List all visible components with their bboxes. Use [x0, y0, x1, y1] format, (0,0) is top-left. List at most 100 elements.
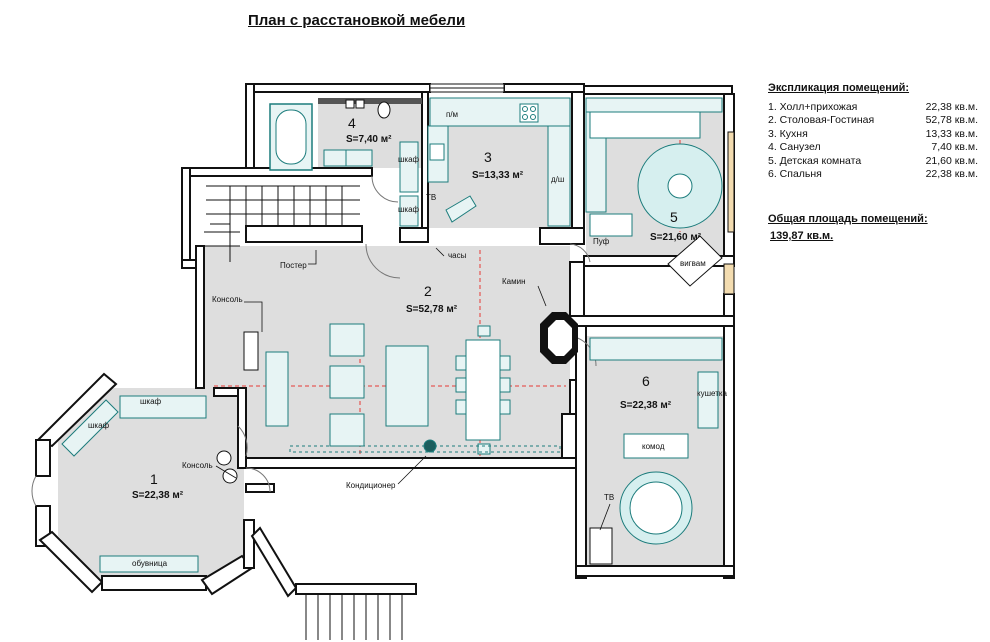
kitchen-sink-icon [429, 143, 445, 161]
label-shkaf-hall-2: шкаф [88, 421, 110, 430]
legend-room-name: 2. Столовая-Гостиная [768, 114, 875, 127]
label-shkaf-hall-1: шкаф [140, 397, 162, 406]
legend-room-area: 22,38 кв.м. [925, 167, 978, 180]
wall-room6-top [569, 315, 735, 327]
label-tv-kitchen: ТВ [426, 193, 436, 202]
windows [429, 83, 735, 295]
wall-room5-bottom [583, 255, 735, 267]
shoe-cabinet [99, 555, 199, 573]
plan-title: План с расстановкой мебели [248, 12, 466, 29]
legend-row-2: 2. Столовая-Гостиная 52,78 кв.м. [768, 114, 978, 127]
room-4-area: S=7,40 м² [346, 134, 392, 145]
wall-living-left [195, 245, 205, 389]
legend-row-3: 3. Кухня 13,33 кв.м. [768, 128, 978, 141]
wall-top-left [245, 83, 431, 93]
wall-room6-bottom [575, 565, 735, 577]
legend-room-name: 4. Санузел [768, 141, 821, 154]
armchair-top [329, 323, 365, 357]
wall-hall-right-step [245, 483, 275, 493]
wall-room6-left [575, 325, 587, 579]
armchair-mid [329, 365, 365, 399]
room-6-area: S=22,38 м² [620, 400, 672, 411]
pouf-area [589, 213, 633, 237]
wall-kitchen-left [421, 91, 429, 233]
label-poster: Постер [280, 261, 307, 270]
couch-kushetka [697, 371, 719, 429]
tv-unit [445, 195, 477, 223]
kids-shelf-top [585, 97, 723, 113]
wall-kitchen-right [571, 91, 585, 245]
wall-hall-east-lower [243, 519, 255, 569]
label-konditsioner: Кондиционер [346, 481, 396, 490]
total-area-title: Общая площадь помещений: [768, 213, 928, 225]
room-4-number: 4 [348, 115, 356, 131]
label-konsol-hall: Консоль [182, 461, 213, 470]
toilet-icon [377, 101, 391, 119]
dining-table [465, 339, 501, 441]
room-5-number: 5 [670, 209, 678, 225]
label-pm: п/м [446, 110, 458, 119]
tv-console [265, 351, 289, 427]
wall-stair-left [181, 167, 191, 269]
dryer-icon [355, 99, 365, 109]
living-furniture [243, 323, 561, 455]
room-3-number: 3 [484, 149, 492, 165]
hall-wardrobe-upper [399, 141, 419, 193]
bedroom-furniture [589, 337, 723, 565]
stove-icon [519, 103, 539, 123]
room-1-number: 1 [150, 471, 158, 487]
legend-room-name: 5. Детская комната [768, 154, 862, 167]
wall-right-lower [723, 293, 735, 579]
legend-row-1: 1. Холл+прихожая 22,38 кв.м. [768, 101, 978, 114]
room-3-area: S=13,33 м² [472, 170, 524, 181]
label-shkaf-hall: шкаф [398, 205, 420, 214]
legend-room-name: 6. Спальня [768, 167, 822, 180]
sofa [385, 345, 429, 427]
room-2-area: S=52,78 м² [406, 304, 458, 315]
label-dsh: д/ш [551, 175, 564, 184]
legend-room-area: 13,33 кв.м. [925, 127, 978, 140]
label-puf: Пуф [593, 237, 610, 246]
label-kamin: Камин [502, 277, 526, 286]
legend-room-area: 22,38 кв.м. [925, 101, 978, 113]
washer-icon [345, 99, 355, 109]
wall-fireplace-column [569, 261, 585, 317]
bathroom-furniture [269, 98, 422, 227]
room-2-number: 2 [424, 283, 432, 299]
room-areas: S=7,40 м² S=13,33 м² S=21,60 м² S=52,78 … [132, 134, 702, 501]
legend-room-name: 1. Холл+прихожая [768, 101, 858, 113]
label-shkaf-bath: шкаф [398, 155, 420, 164]
staircase-porch [305, 594, 403, 640]
hall-wardrobe [119, 395, 207, 419]
kids-desk [589, 111, 701, 139]
bath-counter [318, 98, 422, 104]
explication-title: Экспликация помещений: [768, 82, 910, 94]
legend-room-area: 21,60 кв.м. [925, 154, 978, 167]
wall-kitchen-bottom [399, 227, 429, 243]
total-area-value: 139,87 кв.м. [770, 230, 834, 242]
legend-row-5: 5. Детская комната 21,60 кв.м. [768, 155, 978, 168]
staircase-upper [204, 185, 360, 262]
explication-legend: Экспликация помещений: 1. Холл+прихожая … [768, 82, 978, 181]
room-labels: 4 3 5 2 6 1 [150, 115, 678, 487]
wall-hall-right-upper [237, 387, 247, 469]
label-konsol-living: Консоль [212, 295, 243, 304]
hall-furniture [61, 395, 238, 573]
leader-lines [215, 247, 611, 531]
bedroom-wardrobe [589, 337, 723, 361]
wall-top-mid [503, 83, 585, 93]
sink-icon [323, 149, 347, 167]
label-tv-bedroom: ТВ [604, 493, 614, 502]
wall-porch-bottom [295, 583, 417, 595]
label-kushetka: кушетка [697, 389, 728, 398]
label-komod: комод [642, 442, 665, 451]
room-1-floor [58, 388, 244, 582]
fireplace [540, 312, 578, 364]
legend-row-6: 6. Спальня 22,38 кв.м. [768, 168, 978, 181]
room-6-number: 6 [642, 373, 650, 389]
kitchen-furniture [427, 97, 571, 227]
legend-row-4: 4. Санузел 7,40 кв.м. [768, 141, 978, 154]
room-1-area: S=22,38 м² [132, 490, 184, 501]
bathtub-basin [275, 109, 307, 165]
